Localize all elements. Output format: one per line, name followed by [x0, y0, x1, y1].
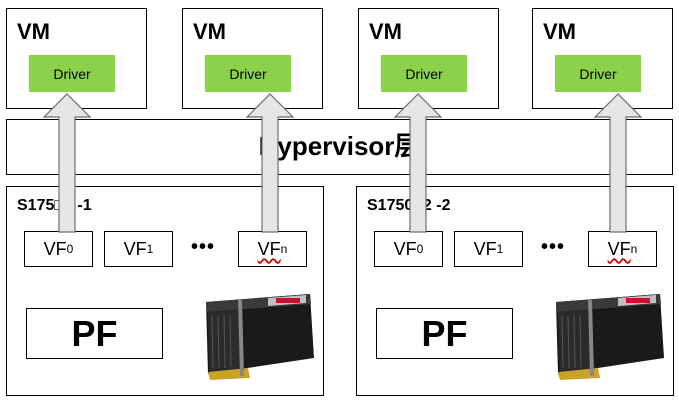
hypervisor-label: Hypervisor层: [258, 131, 421, 161]
vf-label: VF: [257, 238, 281, 259]
driver-box: Driver: [29, 55, 115, 92]
vf-subscript: 1: [146, 242, 154, 256]
vm-title: VM: [543, 19, 576, 44]
vm-box-3: VM Driver: [358, 8, 499, 109]
vf-label: VF: [473, 238, 497, 259]
driver-box: Driver: [555, 55, 641, 92]
vf-label: VF: [43, 238, 67, 259]
pf-box: PF: [376, 308, 513, 359]
vf-label: VF: [607, 238, 631, 259]
card-title: S175□2 -1: [17, 197, 92, 214]
vm-box-2: VM Driver: [182, 8, 323, 109]
hypervisor-layer: Hypervisor层: [6, 119, 673, 175]
card-title: S1750□2 -2: [367, 197, 451, 214]
vm-title: VM: [193, 19, 226, 44]
vm-title: VM: [17, 19, 50, 44]
driver-box: Driver: [381, 55, 467, 92]
ellipsis-dots: •••: [191, 236, 216, 258]
pf-box: PF: [26, 308, 163, 359]
vf-subscript: 0: [66, 242, 74, 256]
vm-box-4: VM Driver: [532, 8, 673, 109]
vf-subscript: n: [630, 242, 638, 256]
gpu-card-image: [206, 294, 314, 380]
ellipsis-dots: •••: [541, 236, 566, 258]
vf-label: VF: [123, 238, 147, 259]
driver-box: Driver: [205, 55, 291, 92]
vf-subscript: n: [280, 242, 288, 256]
vf-subscript: 1: [496, 242, 504, 256]
gpu-card-image: [556, 294, 664, 380]
vm-title: VM: [369, 19, 402, 44]
vm-box-1: VM Driver: [6, 8, 147, 109]
vf-label: VF: [393, 238, 417, 259]
vf-subscript: 0: [416, 242, 424, 256]
